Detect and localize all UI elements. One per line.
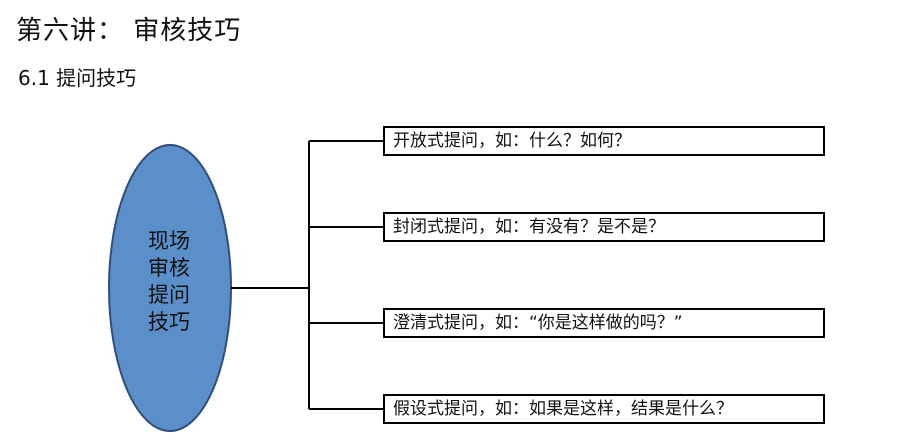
center-label-line-2: 审核	[148, 256, 190, 280]
branch-open-question: 开放式提问，如：什么？如何？	[383, 126, 825, 156]
center-label-line-1: 现场	[148, 229, 190, 253]
center-node-label: 现场 审核 提问 技巧	[124, 228, 214, 336]
section-subtitle: 6.1 提问技巧	[18, 66, 137, 90]
center-label-line-3: 提问	[148, 283, 190, 307]
branch-hypothetical-question: 假设式提问，如：如果是这样，结果是什么？	[383, 394, 825, 424]
branch-closed-question: 封闭式提问，如：有没有？是不是？	[383, 212, 825, 242]
page-title: 第六讲： 审核技巧	[16, 16, 242, 46]
center-label-line-4: 技巧	[148, 310, 190, 334]
branch-clarifying-question: 澄清式提问，如：“你是这样做的吗？”	[383, 308, 825, 338]
